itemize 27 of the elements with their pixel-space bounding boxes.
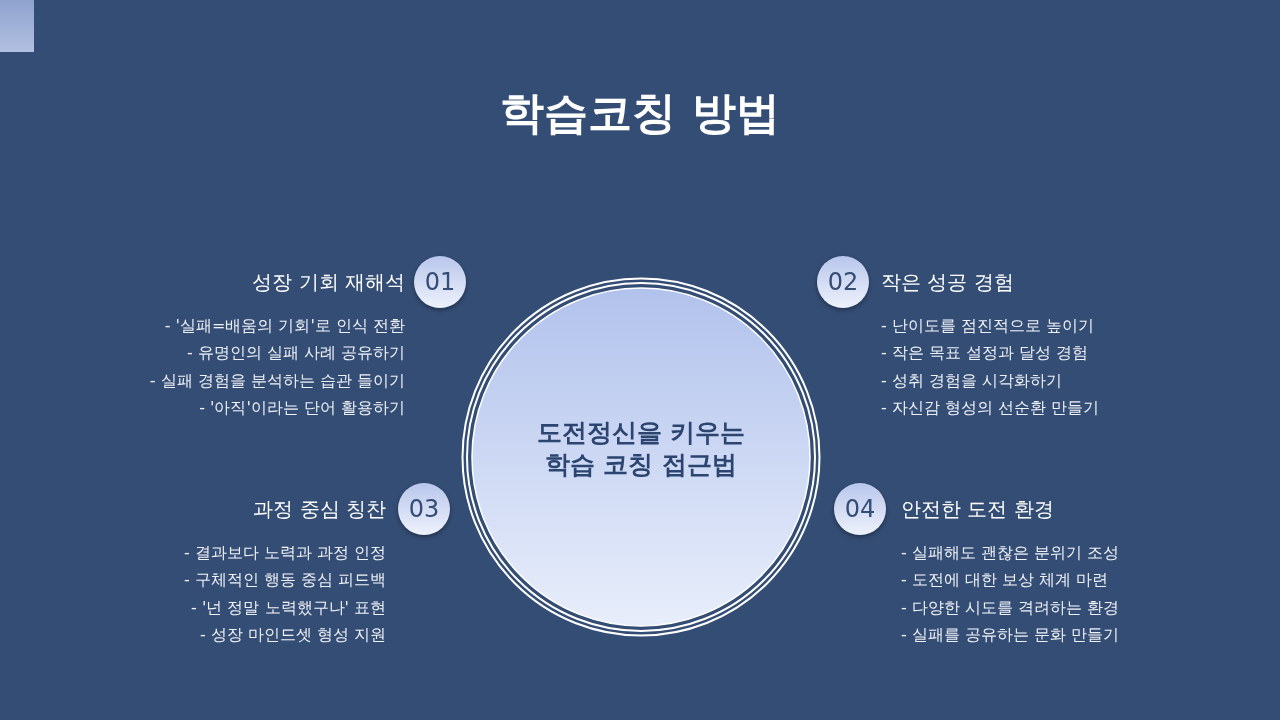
number-circle: 03	[398, 483, 450, 535]
center-circle	[461, 277, 821, 637]
section-heading: 안전한 도전 환경	[901, 496, 1054, 523]
bullet-item: - 성장 마인드셋 형성 지원	[199, 623, 386, 646]
slide-title: 학습코칭 방법	[499, 86, 781, 140]
bullet-item: - 도전에 대한 보상 체계 마련	[901, 569, 1109, 592]
bullet-item: - 실패를 공유하는 문화 만들기	[901, 623, 1120, 646]
bullet-item: - 난이도를 점진적으로 높이기	[881, 315, 1095, 337]
section-heading: 성장 기회 재해석	[252, 269, 405, 296]
bullet-item: - 결과보다 노력과 과정 인정	[183, 542, 386, 564]
bullet-item: - 성취 경험을 시각화하기	[881, 369, 1063, 392]
circle-title: 도전정신을 키우는 학습 코칭 접근법	[535, 417, 747, 481]
bullet-item: - 유명인의 실패 사례 공유하기	[186, 342, 405, 365]
bullet-item: - 실패해도 괜찮은 분위기 조성	[901, 542, 1120, 564]
section-heading: 과정 중심 칭찬	[253, 496, 386, 523]
bullet-item: - 구체적인 행동 중심 피드백	[183, 569, 386, 592]
number-circle: 04	[834, 483, 886, 535]
bullet-item: - '아직'이라는 단어 활용하기	[199, 396, 405, 419]
bullet-item: - '실패=배움의 기회'로 인식 전환	[164, 315, 405, 337]
section-heading: 작은 성공 경험	[881, 269, 1014, 296]
bullet-item: - 자신감 형성의 선순환 만들기	[881, 396, 1100, 419]
bullet-item: - 작은 목표 설정과 달성 경험	[881, 342, 1089, 365]
bullet-item: - '넌 정말 노력했구나' 표현	[191, 596, 386, 619]
number-circle: 02	[817, 256, 869, 308]
bullet-item: - 실패 경험을 분석하는 습관 들이기	[149, 369, 405, 392]
bullet-item: - 다양한 시도를 격려하는 환경	[901, 596, 1120, 619]
number-circle: 01	[414, 256, 466, 308]
